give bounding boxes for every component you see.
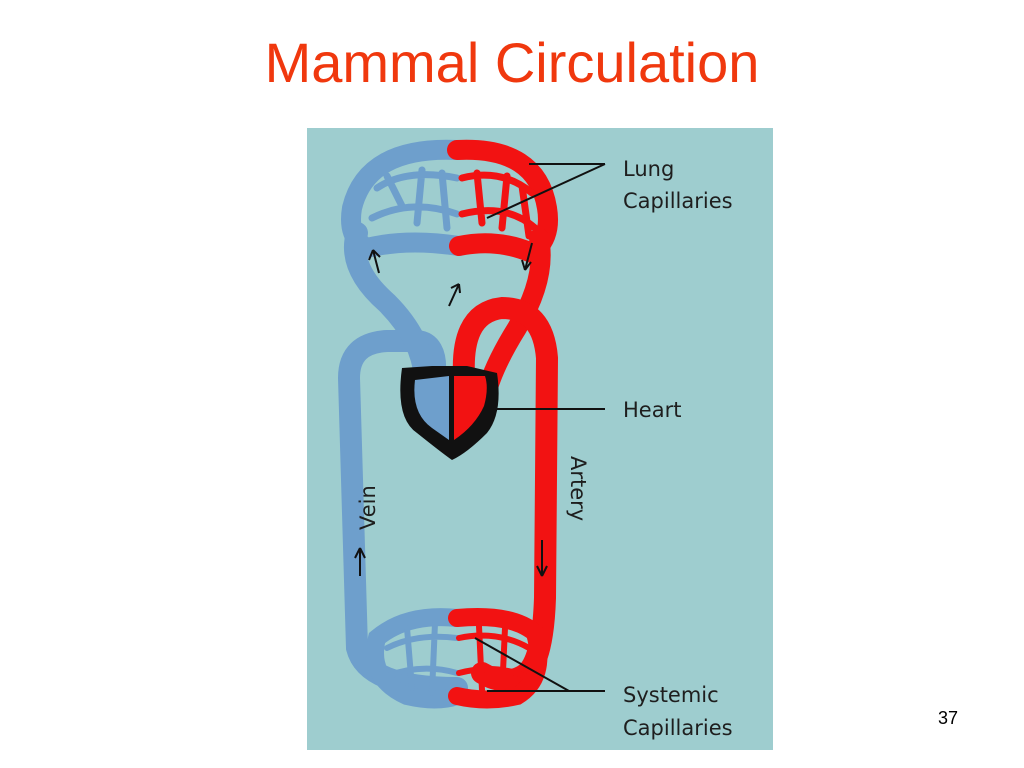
lung-label-line1: Lung	[623, 157, 674, 181]
arrow-up-right-icon	[448, 283, 461, 307]
heart-left-side	[454, 376, 487, 440]
systemic-capillaries-leader	[474, 637, 605, 692]
lung-capillary-net-red	[458, 169, 539, 240]
lung-label-line2: Capillaries	[623, 189, 733, 213]
vein-label: Vein	[356, 485, 380, 530]
pulmonary-artery-vessel	[344, 222, 436, 389]
arrow-up-vein-icon	[354, 547, 366, 576]
systemic-capillary-net-blue	[384, 620, 460, 696]
lung-capillaries-red	[447, 139, 558, 265]
heart-right-side	[414, 376, 449, 440]
circulation-diagram: Lung Capillaries Heart Vein Artery Syste…	[307, 128, 773, 750]
arrow-down-artery-icon	[536, 540, 548, 577]
lung-capillary-net-blue	[368, 166, 461, 232]
arrow-down-icon	[521, 242, 533, 271]
systemic-label-line2: Capillaries	[623, 716, 733, 740]
artery-label: Artery	[566, 456, 590, 521]
systemic-capillaries-blue	[366, 608, 466, 709]
systemic-capillary-net-red	[456, 623, 532, 696]
arrow-up-icon	[368, 249, 381, 274]
lung-capillaries-blue	[341, 139, 469, 259]
slide-number: 37	[938, 708, 959, 728]
lung-capillaries-leader	[486, 163, 606, 219]
systemic-capillaries-red	[448, 608, 548, 709]
heart-label: Heart	[623, 398, 681, 422]
flow-arrow-icons	[354, 242, 548, 577]
slide-title: Mammal Circulation	[264, 31, 760, 94]
systemic-label-line1: Systemic	[623, 683, 719, 707]
